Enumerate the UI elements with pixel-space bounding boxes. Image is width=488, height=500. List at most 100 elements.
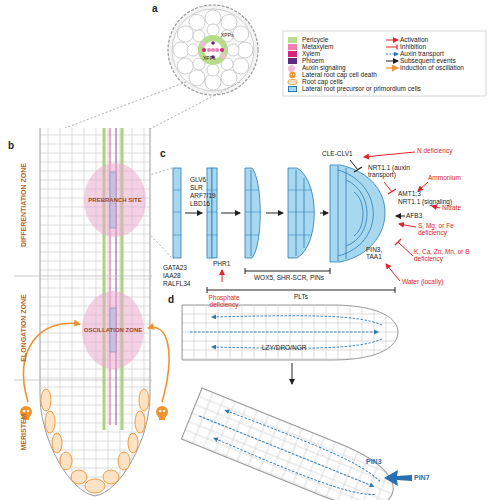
cell-death-skull	[23, 410, 26, 413]
primordium-stages	[338, 170, 373, 256]
figure-label: N deficiency	[417, 147, 483, 154]
figure-label: NRT1.1 (auxin transport)	[368, 164, 426, 179]
legend-text: Activation	[400, 36, 488, 43]
subsequent-event-arrow	[245, 271, 330, 272]
root-cap-cells	[118, 452, 130, 470]
division-lines	[207, 212, 217, 213]
subsequent-event-arrow	[245, 268, 246, 274]
pin-flux-arrow	[384, 470, 412, 486]
zoom-guide	[148, 82, 240, 130]
figure-label: MERISTEM	[20, 402, 28, 462]
cell-death-skull	[163, 410, 166, 413]
cell-death-skull	[159, 410, 162, 413]
regulation-arrow	[384, 182, 392, 192]
oscillation-induction-arrow	[23, 323, 80, 402]
subsequent-event-arrow	[354, 167, 362, 172]
root-cross-section	[201, 38, 225, 62]
subsequent-event-arrow	[207, 290, 395, 291]
legend-frame	[291, 74, 292, 75]
regulation-arrow	[432, 206, 440, 208]
root-cap-cells	[71, 470, 87, 484]
subsequent-event-arrow	[185, 213, 202, 214]
division-lines	[288, 235, 312, 236]
subsequent-event-arrow	[207, 287, 208, 293]
root-cap-cells	[85, 479, 105, 493]
primary-root	[14, 380, 152, 381]
primordium-stages	[304, 178, 305, 248]
lateral-root	[190, 316, 382, 349]
regulation-arrow	[222, 270, 223, 282]
lateral-root	[182, 305, 398, 360]
bent-lateral-root	[193, 401, 383, 500]
regulation-arrow	[386, 264, 400, 281]
legend-frame	[396, 45, 397, 50]
primordium-stages	[173, 165, 385, 262]
figure-label: RALFL34	[163, 280, 203, 287]
bent-lateral-root	[214, 431, 375, 500]
legend-frame	[386, 61, 398, 62]
root-cap-cells	[60, 452, 72, 470]
root-cross-section	[173, 42, 189, 58]
division-lines	[245, 190, 259, 191]
legend-text: Subsequent events	[400, 57, 488, 64]
primordium-stages	[173, 168, 181, 258]
root-cross-section	[233, 26, 249, 42]
subsequent-event-arrow	[266, 213, 283, 214]
cell-death-skull	[27, 410, 30, 413]
figure-label: Water (locally)	[402, 278, 472, 285]
figure-label: PLTs	[286, 293, 316, 300]
figure-label: AMT1;3	[398, 190, 434, 197]
legend-text: Induction of oscillation	[400, 64, 488, 71]
figure-label: XPPs	[203, 56, 225, 62]
legend-text: Lateral root cap cell death	[302, 71, 442, 78]
zone-ellipse-shape	[82, 291, 144, 369]
figure-label: PIN3, TAA1	[366, 246, 394, 261]
legend-frame	[293, 74, 294, 75]
subsequent-event-arrow	[292, 363, 293, 384]
figure-label: AFB3	[406, 212, 436, 219]
legend-text: Auxin transport	[400, 50, 488, 57]
root-cross-section	[211, 41, 215, 45]
root-cross-section	[187, 44, 199, 56]
division-lines	[173, 190, 314, 235]
figure-label: d	[168, 294, 180, 306]
figure-label: Nitrate	[442, 204, 482, 211]
root-cap-cells	[41, 389, 149, 493]
subsequent-event-arrow	[395, 287, 396, 293]
root-cap-cells	[41, 389, 51, 411]
figure-label: CLE-CLV1	[322, 150, 362, 157]
division-lines	[207, 235, 217, 236]
division-lines	[245, 212, 261, 213]
root-cross-section	[168, 5, 258, 95]
root-cross-section	[220, 48, 224, 52]
legend-text: Inhibition	[400, 43, 488, 50]
legend-frame	[386, 54, 398, 55]
zone-ellipse-shape	[84, 163, 146, 237]
oscillation-induction-arrow	[148, 327, 169, 402]
division-lines	[288, 190, 312, 191]
cell-death-skull	[159, 416, 165, 420]
root-cap-cells	[52, 433, 62, 453]
root-cap-cells	[135, 411, 145, 433]
subsequent-event-arrow	[292, 363, 293, 384]
cell-death-skull	[20, 406, 168, 420]
root-cross-section	[211, 48, 215, 52]
zone-label: PREBRANCH SITE	[88, 197, 141, 204]
legend-frame	[288, 79, 297, 84]
root-cross-section	[177, 58, 193, 74]
root-cross-section	[177, 26, 193, 42]
root-cap-cells	[45, 411, 55, 433]
root-cap-cells	[128, 433, 138, 453]
division-lines	[173, 190, 181, 191]
figure-label: b	[8, 140, 20, 152]
primary-root	[14, 128, 152, 496]
primordium-stages	[346, 168, 347, 259]
primary-root	[14, 276, 152, 277]
root-cross-section	[227, 44, 239, 56]
regulation-arrow	[222, 152, 440, 282]
legend-swatch	[288, 44, 297, 50]
legend-swatch	[288, 37, 297, 43]
figure-label: GLV6	[190, 176, 230, 183]
primordium-stages	[251, 170, 252, 256]
zone-ellipse: OSCILLATION ZONE	[81, 290, 145, 370]
